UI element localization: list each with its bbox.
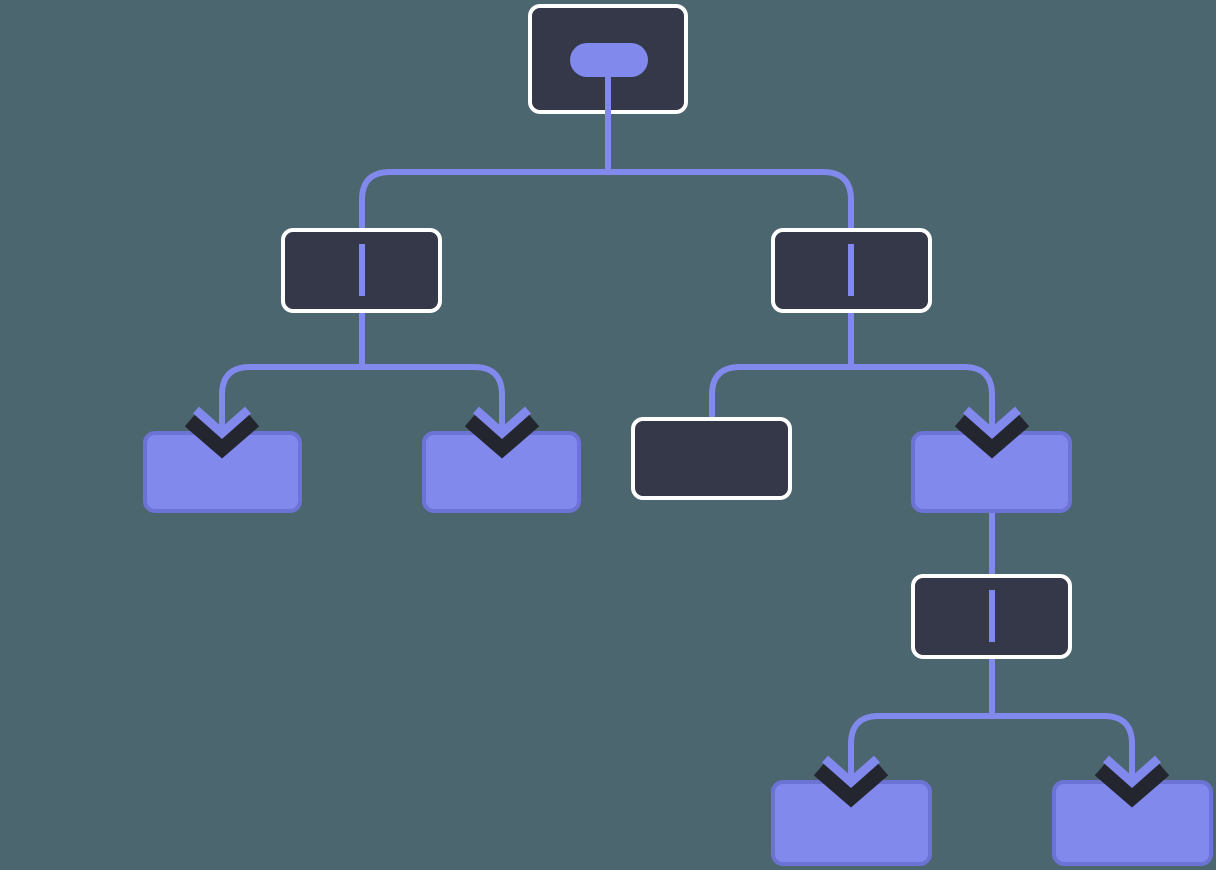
arrow-head-leaf-3-shadow <box>813 758 889 808</box>
branch-node-left[interactable] <box>281 228 442 313</box>
arrow-head-mid-node-highlight <box>963 406 1021 440</box>
connector-sub-branch-to-leaf-4 <box>992 713 1135 780</box>
arrow-head-leaf-4-highlight <box>1103 755 1161 789</box>
arrow-head-leaf-1-highlight <box>193 406 251 440</box>
plain-node-1[interactable] <box>631 417 792 500</box>
connector-left-branch-to-leaf-2 <box>362 364 505 431</box>
connector-right-branch-to-mid-node <box>851 364 995 431</box>
branch-node-right[interactable] <box>771 228 932 313</box>
plain-node-1-body[interactable] <box>631 417 792 500</box>
arrowhead-layer <box>184 406 1170 808</box>
arrow-head-leaf-3-highlight <box>822 755 880 789</box>
connector-layer <box>219 114 1135 780</box>
connector-right-branch-to-plain-node <box>709 364 851 417</box>
arrow-head-leaf-2-shadow <box>464 409 540 459</box>
arrow-head-leaf-1 <box>184 406 260 459</box>
connector-left-branch-to-leaf-1 <box>219 364 362 431</box>
arrow-head-leaf-2 <box>464 406 540 459</box>
connector-sub-branch-to-leaf-3 <box>848 713 992 780</box>
arrow-head-leaf-1-shadow <box>184 409 260 459</box>
root-node-badge <box>570 43 648 77</box>
connector-root-to-right-branch <box>608 169 854 228</box>
arrow-head-leaf-2-highlight <box>473 406 531 440</box>
connector-root-to-left-branch <box>359 169 608 228</box>
arrow-head-leaf-4 <box>1094 755 1170 808</box>
arrow-head-leaf-4-shadow <box>1094 758 1170 808</box>
sub-branch-node[interactable] <box>911 574 1072 659</box>
node-layer <box>143 4 1213 866</box>
root-node[interactable] <box>528 4 688 114</box>
arrow-head-leaf-3 <box>813 755 889 808</box>
arrow-head-mid-node <box>954 406 1030 459</box>
arrow-head-mid-node-shadow <box>954 409 1030 459</box>
